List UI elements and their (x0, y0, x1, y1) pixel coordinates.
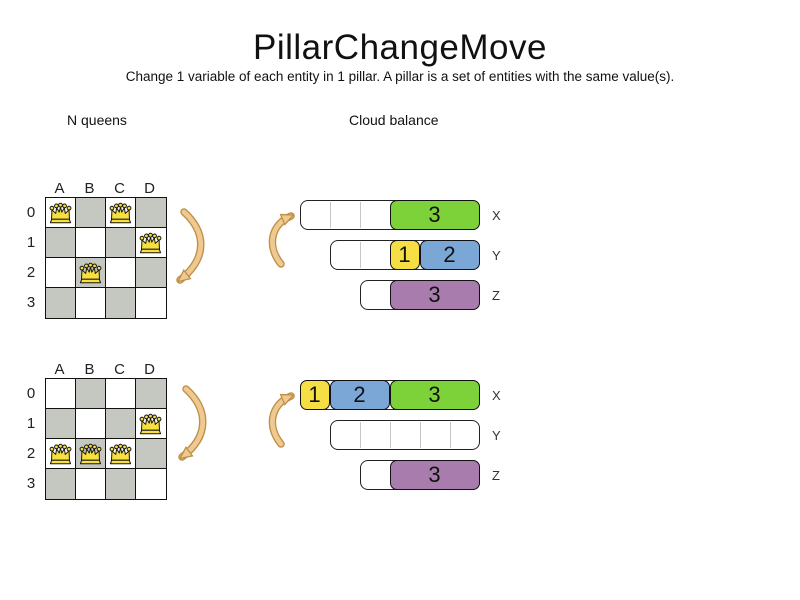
resource-block-value: 3 (428, 281, 441, 307)
nqueens-before (45, 197, 167, 319)
board-column-header: B (84, 180, 96, 197)
resource-block-green: 3 (389, 379, 480, 410)
board-column-header: D (144, 361, 156, 378)
board-cell-D2 (136, 439, 166, 469)
resource-block-purple: 3 (389, 279, 480, 310)
board-cell-C0 (106, 379, 136, 409)
section-label-cloud-balance: Cloud balance (349, 112, 439, 128)
capacity-divider (389, 422, 391, 448)
board-cell-A1 (46, 228, 76, 258)
move-up-arrow-icon-bottom-cloud (268, 392, 310, 448)
board-cell-A3 (46, 469, 76, 499)
computer-label-z: Z (492, 288, 500, 303)
computer-row-y: Y (0, 420, 800, 450)
board-cell-B0 (76, 379, 106, 409)
computer-capacity-bar: 3 (360, 279, 480, 310)
resource-block-yellow: 1 (299, 379, 330, 410)
board-row-label: 0 (26, 204, 36, 221)
capacity-divider (329, 202, 331, 228)
board-cell-C3 (106, 469, 136, 499)
board-cell-D1 (136, 228, 166, 258)
board-cell-A1 (46, 409, 76, 439)
board-row-label: 1 (26, 415, 36, 432)
resource-block-green: 3 (389, 199, 480, 230)
board-cell-C1 (106, 409, 136, 439)
board-cell-B1 (76, 228, 106, 258)
board-column-header: C (114, 361, 126, 378)
computer-label-x: X (492, 208, 501, 223)
resource-block-value: 1 (308, 381, 321, 407)
resource-block-value: 2 (353, 381, 366, 407)
page-subtitle: Change 1 variable of each entity in 1 pi… (125, 69, 675, 84)
board-cell-C1 (106, 228, 136, 258)
resource-block-yellow: 1 (389, 239, 420, 270)
computer-label-y: Y (492, 428, 501, 443)
board-column-header: D (144, 180, 156, 197)
board-cell-D0 (136, 198, 166, 228)
board-cell-C2 (106, 258, 136, 288)
computer-capacity-bar (330, 420, 480, 450)
board-column-header: A (54, 361, 66, 378)
board-cell-A2 (46, 439, 76, 469)
resource-block-value: 3 (428, 381, 441, 407)
move-down-arrow-icon-bottom-board (178, 385, 207, 461)
board-cell-A0 (46, 379, 76, 409)
board-cell-B2 (76, 439, 106, 469)
resource-block-value: 3 (428, 201, 441, 227)
board-cell-C3 (106, 288, 136, 318)
board-cell-B3 (76, 288, 106, 318)
computer-label-x: X (492, 388, 501, 403)
capacity-divider (359, 422, 361, 448)
move-up-arrow-icon-top-cloud (268, 212, 310, 268)
board-cell-C2 (106, 439, 136, 469)
capacity-divider (419, 422, 421, 448)
board-column-header: B (84, 361, 96, 378)
board-row-label: 3 (26, 294, 36, 311)
board-column-header: C (114, 180, 126, 197)
board-row-label: 2 (26, 445, 36, 462)
section-label-nqueens: N queens (67, 112, 127, 128)
board-column-header: A (54, 180, 66, 197)
computer-capacity-bar: 3 (300, 199, 480, 230)
board-row-label: 2 (26, 264, 36, 281)
computer-capacity-bar: 3 (360, 459, 480, 490)
resource-block-value: 1 (398, 241, 411, 267)
resource-block-value: 3 (428, 461, 441, 487)
capacity-divider (359, 202, 361, 228)
resource-block-purple: 3 (389, 459, 480, 490)
resource-block-blue: 2 (329, 379, 390, 410)
board-cell-B3 (76, 469, 106, 499)
board-cell-B2 (76, 258, 106, 288)
capacity-divider (449, 422, 451, 448)
page-title: PillarChangeMove (253, 28, 547, 67)
capacity-divider (359, 242, 361, 268)
board-cell-C0 (106, 198, 136, 228)
board-cell-D2 (136, 258, 166, 288)
move-down-arrow-icon-top-board (176, 208, 205, 284)
board-cell-B0 (76, 198, 106, 228)
board-row-label: 1 (26, 234, 36, 251)
computer-label-y: Y (492, 248, 501, 263)
computer-row-x: 1 2 3 X (0, 379, 800, 410)
resource-block-blue: 2 (419, 239, 480, 270)
board-cell-D0 (136, 379, 166, 409)
nqueens-after (45, 378, 167, 500)
board-row-label: 3 (26, 475, 36, 492)
board-row-label: 0 (26, 385, 36, 402)
computer-label-z: Z (492, 468, 500, 483)
board-cell-A2 (46, 258, 76, 288)
resource-block-value: 2 (443, 241, 456, 267)
board-cell-A0 (46, 198, 76, 228)
board-cell-B1 (76, 409, 106, 439)
board-cell-A3 (46, 288, 76, 318)
board-cell-D1 (136, 409, 166, 439)
computer-capacity-bar: 1 2 3 (299, 379, 480, 410)
